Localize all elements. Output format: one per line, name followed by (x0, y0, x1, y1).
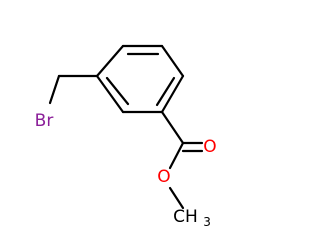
methyl-subscript: 3 (203, 215, 211, 229)
methyl-3-bromomethylbenzoate-structure: Br O O CH 3 (35, 44, 217, 229)
ester-oxygen-to-methyl-bond (168, 186, 185, 210)
methyl-label-text: CH (173, 207, 198, 227)
methyl-group-label: CH 3 (173, 207, 211, 229)
ring-bond (95, 44, 125, 78)
ch2-to-br-bond (48, 74, 61, 105)
ring-bond (160, 74, 185, 114)
carbonyl-to-ester-oxygen-bond (168, 141, 185, 170)
benzene-ring (95, 44, 185, 114)
ester-oxygen-label: O (157, 167, 170, 187)
carbonyl-oxygen-label: O (203, 137, 216, 157)
ring-double-bond (105, 76, 130, 106)
ring-double-bond (155, 76, 176, 107)
bromine-atom-label: Br (35, 111, 54, 131)
ring-to-carbonyl-bond (160, 110, 185, 145)
ring-bond (160, 44, 185, 78)
ring-bond (95, 74, 125, 114)
